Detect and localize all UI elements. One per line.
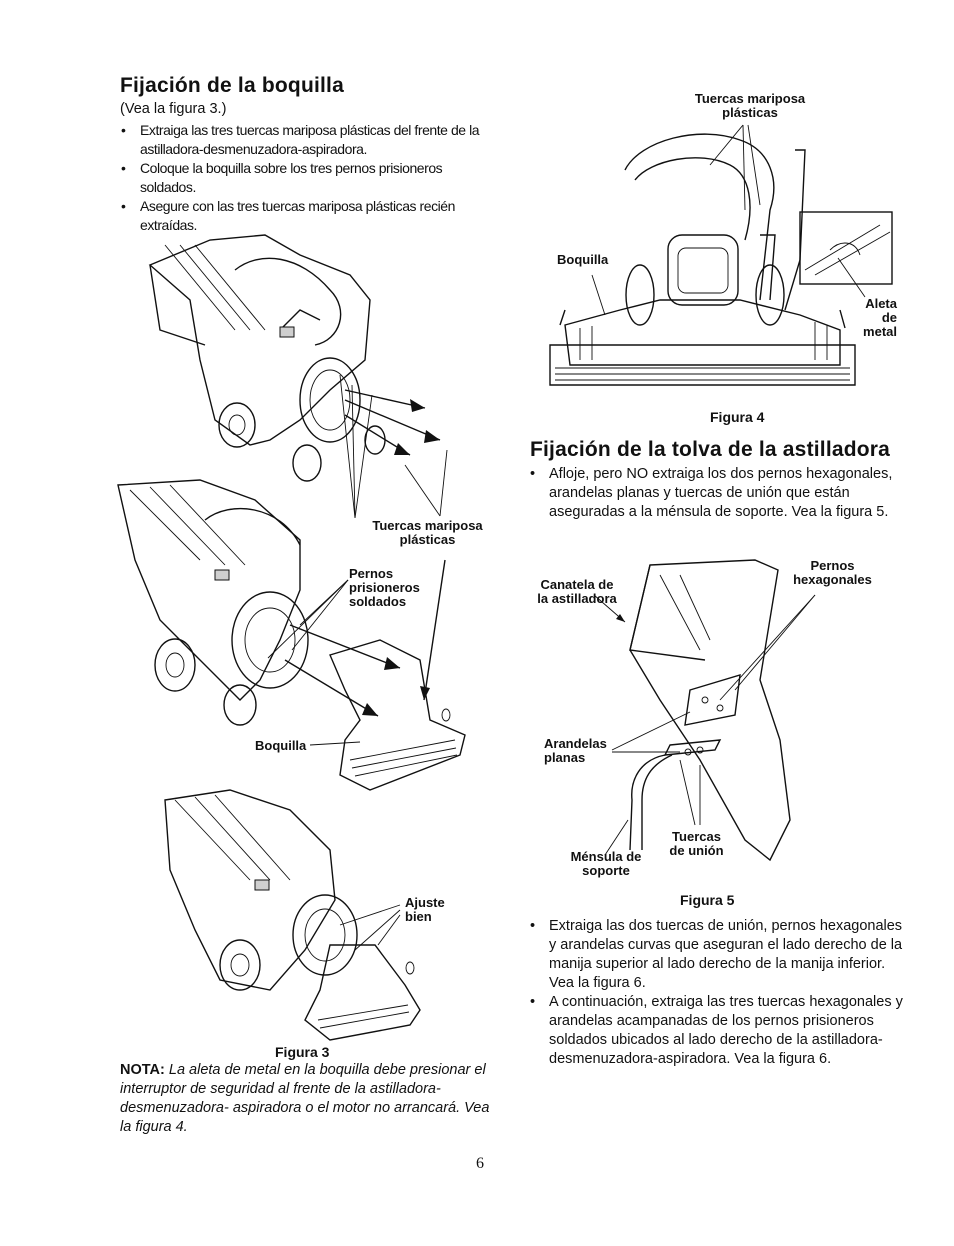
- see-figure-3: (Vea la figura 3.): [120, 101, 227, 117]
- page-number: 6: [476, 1155, 484, 1172]
- machine-drawing-middle: [117, 479, 466, 791]
- note-label: NOTA:: [120, 1062, 165, 1078]
- label-tuercas-mariposa-fig4: Tuercas mariposa plásticas: [694, 91, 806, 120]
- tolva-steps-a: Afloje, pero NO extraiga los dos pernos …: [527, 465, 907, 522]
- label-boquilla-fig3: Boquilla: [255, 738, 307, 753]
- list-item: Afloje, pero NO extraiga los dos pernos …: [527, 465, 907, 522]
- tolva-steps-b: Extraiga las dos tuercas de unión, perno…: [527, 917, 907, 1069]
- caption-figura-3: Figura 3: [275, 1044, 330, 1060]
- label-pernos-hexagonales: Pernos hexagonales: [793, 558, 872, 587]
- list-item: Coloque la boquilla sobre los tres perno…: [118, 159, 488, 197]
- caption-figura-4: Figura 4: [710, 409, 765, 425]
- section-title-tolva: Fijación de la tolva de la astilladora: [530, 438, 891, 461]
- machine-drawing-top: [148, 234, 386, 482]
- list-item: Extraiga las dos tuercas de unión, perno…: [527, 917, 907, 993]
- note-paragraph: NOTA: La aleta de metal en la boquilla d…: [120, 1061, 495, 1137]
- machine-drawing-bottom: [164, 789, 421, 1041]
- arrows-middle: [284, 559, 446, 717]
- section-title-boquilla: Fijación de la boquilla: [120, 74, 344, 97]
- leader-lines-fig3: [267, 374, 448, 746]
- label-aleta-de-metal: Aleta de metal: [863, 296, 897, 339]
- list-item: Extraiga las tres tuercas mariposa plást…: [118, 121, 488, 159]
- label-tuercas-de-union: Tuercas de unión: [669, 829, 724, 858]
- boquilla-steps: Extraiga las tres tuercas mariposa plást…: [118, 121, 488, 235]
- label-arandelas-planas: Arandelas planas: [544, 736, 607, 765]
- label-mensula-de-soporte: Ménsula de soporte: [570, 849, 642, 878]
- label-ajuste-bien: Ajuste bien: [405, 895, 445, 924]
- label-canatela: Canatela de la astilladora: [537, 577, 617, 606]
- note-text: La aleta de metal en la boquilla debe pr…: [120, 1062, 490, 1135]
- leader-lines-fig3-bottom: [339, 904, 401, 951]
- label-pernos-prisioneros: Pernos prisioneros soldados: [349, 566, 420, 609]
- list-item: Asegure con las tres tuercas mariposa pl…: [118, 197, 488, 235]
- label-boquilla-fig4: Boquilla: [557, 252, 609, 267]
- arrows-top: [344, 389, 441, 456]
- list-item: A continuación, extraiga las tres tuerca…: [527, 993, 907, 1069]
- caption-figura-5: Figura 5: [680, 892, 735, 908]
- label-tuercas-mariposa-fig3: Tuercas mariposa plásticas: [372, 518, 483, 547]
